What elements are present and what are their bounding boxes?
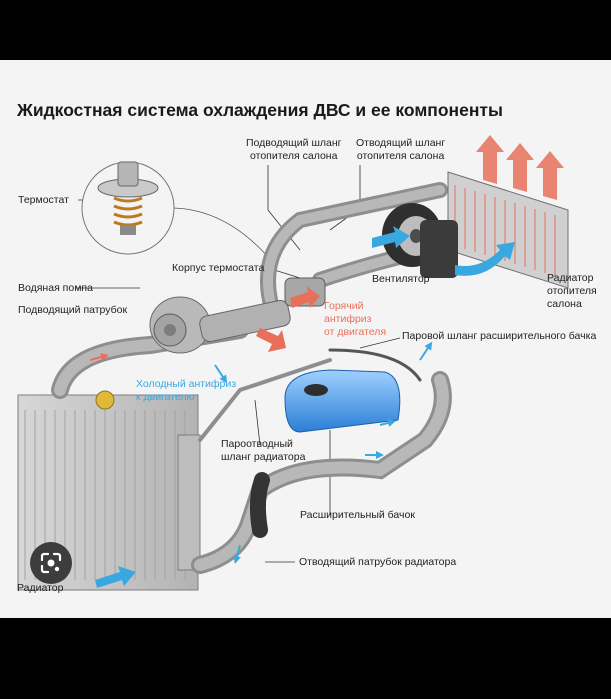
airflow-arrows bbox=[95, 226, 515, 588]
water-pump bbox=[149, 277, 326, 354]
diagram-title: Жидкостная система охлаждения ДВС и ее к… bbox=[17, 100, 503, 120]
cooling-system-illustration bbox=[17, 135, 569, 591]
flow-markers bbox=[89, 341, 433, 564]
fan-unit bbox=[382, 203, 458, 278]
label-expansion-tank: Расширительный бачок bbox=[300, 509, 415, 521]
label-expansion-steam-hose: Паровой шланг расширительного бачка bbox=[402, 330, 597, 342]
google-lens-icon[interactable] bbox=[30, 542, 72, 584]
hot-arrows bbox=[256, 286, 320, 352]
label-hot-antifreeze: Горячий антифриз от двигателя bbox=[324, 300, 387, 338]
heat-arrows bbox=[476, 135, 564, 200]
label-water-pump: Водяная помпа bbox=[18, 282, 93, 294]
label-inlet-pipe: Подводящий патрубок bbox=[18, 304, 128, 316]
expansion-tank-shape bbox=[284, 369, 401, 433]
label-heater-radiator: Радиатор отопителя салона bbox=[547, 272, 597, 310]
label-radiator-steam-hose: Пароотводный шланг радиатора bbox=[221, 438, 306, 463]
lens-glyph bbox=[40, 552, 62, 574]
label-radiator-outlet-pipe: Отводящий патрубок радиатора bbox=[299, 556, 457, 568]
diagram-card: Жидкостная система охлаждения ДВС и ее к… bbox=[0, 60, 611, 618]
thermostat-inset bbox=[81, 161, 276, 266]
label-heater-outlet-hose: Отводящий шланг отопителя салона bbox=[356, 137, 446, 162]
label-thermostat-housing: Корпус термостата bbox=[172, 262, 265, 274]
label-heater-inlet-hose: Подводящий шланг отопителя салона bbox=[246, 137, 342, 162]
label-thermostat: Термостат bbox=[18, 194, 69, 206]
label-fan: Вентилятор bbox=[372, 273, 430, 285]
label-cold-antifreeze: Холодный антифриз к двигателю bbox=[136, 378, 237, 403]
label-radiator: Радиатор bbox=[17, 582, 64, 594]
